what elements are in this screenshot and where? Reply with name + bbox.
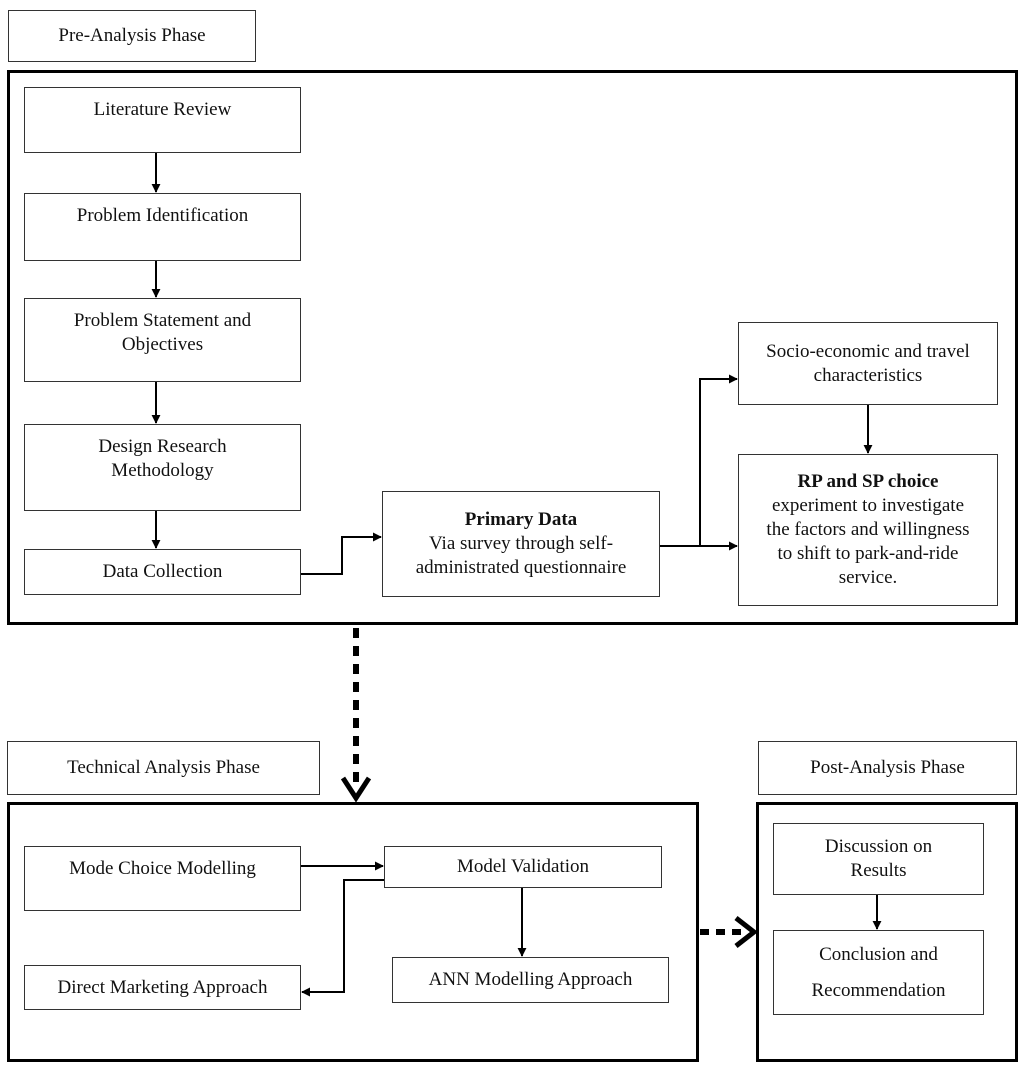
mode-choice-modelling-text: Mode Choice Modelling bbox=[69, 858, 256, 879]
model-validation-text: Model Validation bbox=[456, 856, 590, 877]
data-collection-text: Data Collection bbox=[102, 561, 223, 582]
discussion-results-box: Discussion on Results bbox=[773, 823, 984, 895]
design-methodology-line2: Methodology bbox=[111, 460, 214, 481]
rp-sp-choice-line4: service. bbox=[838, 567, 898, 588]
discussion-results-line1: Discussion on bbox=[824, 836, 933, 857]
problem-statement-line1: Problem Statement and bbox=[73, 310, 252, 331]
primary-data-line2: administrated questionnaire bbox=[415, 557, 627, 578]
rp-sp-choice-line1: experiment to investigate bbox=[771, 495, 965, 516]
rp-sp-choice-box: RP and SP choice experiment to investiga… bbox=[738, 454, 998, 606]
literature-review-text: Literature Review bbox=[93, 99, 232, 120]
model-validation-box: Model Validation bbox=[384, 846, 662, 888]
post-analysis-phase-text: Post-Analysis Phase bbox=[810, 757, 965, 778]
primary-data-title: Primary Data bbox=[464, 509, 578, 530]
pre-analysis-frame bbox=[7, 70, 1018, 625]
post-analysis-phase-label: Post-Analysis Phase bbox=[758, 741, 1017, 795]
design-methodology-line1: Design Research bbox=[98, 436, 227, 457]
primary-data-line1: Via survey through self- bbox=[428, 533, 614, 554]
technical-analysis-phase-text: Technical Analysis Phase bbox=[67, 757, 260, 778]
arrow-validation-to-directmarketing bbox=[301, 879, 384, 997]
ann-modelling-text: ANN Modelling Approach bbox=[428, 969, 633, 990]
socio-economic-box: Socio-economic and travel characteristic… bbox=[738, 322, 998, 405]
mode-choice-modelling-box: Mode Choice Modelling bbox=[24, 846, 301, 911]
arrow-collection-to-primary bbox=[301, 532, 382, 575]
socio-economic-line1: Socio-economic and travel bbox=[766, 340, 970, 362]
pre-analysis-phase-label: Pre-Analysis Phase bbox=[8, 10, 256, 62]
data-collection-box: Data Collection bbox=[24, 549, 301, 595]
rp-sp-choice-title: RP and SP choice bbox=[797, 471, 939, 492]
problem-statement-line2: Objectives bbox=[121, 334, 204, 355]
problem-statement-box: Problem Statement and Objectives bbox=[24, 298, 301, 382]
conclusion-recommendation-line1: Conclusion and bbox=[819, 943, 938, 965]
literature-review-box: Literature Review bbox=[24, 87, 301, 153]
technical-analysis-frame bbox=[7, 802, 699, 1062]
dotted-arrowhead-right bbox=[734, 916, 759, 948]
rp-sp-choice-line3: to shift to park-and-ride bbox=[777, 543, 959, 564]
rp-sp-choice-line2: the factors and willingness bbox=[766, 519, 970, 540]
dotted-arrowhead-down bbox=[340, 776, 372, 803]
design-methodology-box: Design Research Methodology bbox=[24, 424, 301, 511]
ann-modelling-box: ANN Modelling Approach bbox=[392, 957, 669, 1003]
technical-analysis-phase-label: Technical Analysis Phase bbox=[7, 741, 320, 795]
pre-analysis-phase-text: Pre-Analysis Phase bbox=[58, 25, 206, 46]
socio-economic-line2: characteristics bbox=[813, 364, 923, 386]
conclusion-recommendation-line2: Recommendation bbox=[811, 979, 946, 1001]
direct-marketing-box: Direct Marketing Approach bbox=[24, 965, 301, 1010]
discussion-results-line2: Results bbox=[850, 860, 907, 881]
primary-data-box: Primary Data Via survey through self- ad… bbox=[382, 491, 660, 597]
arrow-primary-to-socio bbox=[699, 374, 738, 546]
problem-identification-box: Problem Identification bbox=[24, 193, 301, 261]
conclusion-recommendation-box: Conclusion and Recommendation bbox=[773, 930, 984, 1015]
direct-marketing-text: Direct Marketing Approach bbox=[57, 976, 268, 998]
problem-identification-text: Problem Identification bbox=[76, 205, 249, 226]
